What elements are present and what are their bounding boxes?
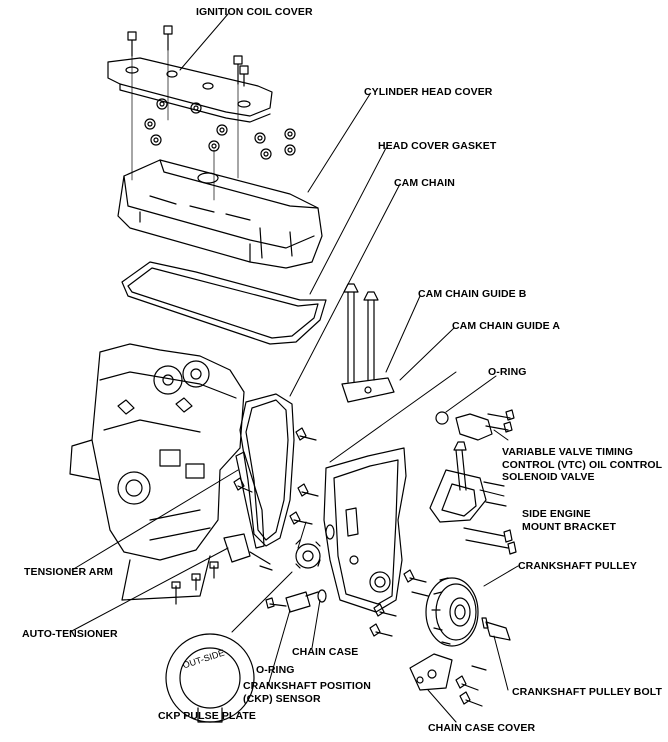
label-side-engine-mount-bracket: SIDE ENGINE MOUNT BRACKET [522,508,616,533]
crank-sprocket-part [295,539,321,569]
engine-block-part [69,343,245,601]
label-ckp-line-2: (CKP) SENSOR [243,692,321,705]
cam-chain-part [239,393,295,547]
label-cylinder-head-cover: CYLINDER HEAD COVER [364,86,493,98]
label-o-ring-bottom: O-RING [256,664,295,676]
alignment-lines [131,49,239,201]
ignition-coil-cover-part [107,57,273,123]
label-vtc-solenoid-valve: VARIABLE VALVE TIMING CONTROL (VTC) OIL … [502,446,662,484]
label-ignition-coil-cover: IGNITION COIL COVER [196,6,313,18]
o-ring-upper-part [325,524,335,540]
o-ring-top-part [435,411,449,425]
chain-area-bolts [171,427,319,605]
label-ckp-pulse-plate: CKP PULSE PLATE [158,710,256,722]
cam-chain-guide-b-part [341,283,395,403]
label-side-mount-line-1: SIDE ENGINE [522,508,591,520]
cover-bolts [455,665,487,707]
tensioner-arm-part [235,451,265,549]
label-cam-chain-guide-a: CAM CHAIN GUIDE A [452,320,561,332]
ckp-bolts [265,597,287,609]
head-cover-gasket-part [121,261,327,345]
label-vtc-line-3: SOLENOID VALVE [502,471,595,483]
label-vtc-line-1: VARIABLE VALVE TIMING [502,446,634,458]
cylinder-head-cover-part [117,159,323,269]
label-head-cover-gasket: HEAD COVER GASKET [378,140,497,152]
ckp-pulse-plate-detail [165,633,255,723]
label-cam-chain-guide-b: CAM CHAIN GUIDE B [418,288,527,300]
label-chain-case-cover: CHAIN CASE COVER [428,722,536,734]
label-crankshaft-pulley-bolt: CRANKSHAFT PULLEY BOLT [512,686,662,698]
label-side-mount-line-2: MOUNT BRACKET [522,520,617,533]
vtc-solenoid-part [455,409,515,441]
o-ring-lower-part [317,589,327,603]
chain-case-part [323,447,407,613]
head-cover-nuts [144,98,296,160]
ckp-sensor-part [285,591,319,613]
crankshaft-pulley-part [425,577,479,647]
label-tensioner-arm: TENSIONER ARM [24,566,113,578]
auto-tensioner-part [223,533,271,565]
side-mount-bracket-part [429,441,517,555]
chain-case-bolts [369,569,429,637]
leader-lines [69,13,519,723]
chain-case-cover-part [409,653,453,691]
crankshaft-pulley-bolt-part [481,617,511,641]
label-chain-case: CHAIN CASE [292,646,359,658]
label-ckp-line-1: CRANKSHAFT POSITION [243,680,371,692]
label-o-ring-top: O-RING [488,366,527,378]
label-crankshaft-pulley: CRANKSHAFT PULLEY [518,560,637,572]
label-cam-chain: CAM CHAIN [394,177,455,189]
label-ckp-sensor: CRANKSHAFT POSITION (CKP) SENSOR [243,680,371,705]
coil-cover-bolts [127,25,249,87]
label-vtc-line-2: CONTROL (VTC) OIL CONTROL [502,458,663,471]
label-auto-tensioner: AUTO-TENSIONER [22,628,118,640]
